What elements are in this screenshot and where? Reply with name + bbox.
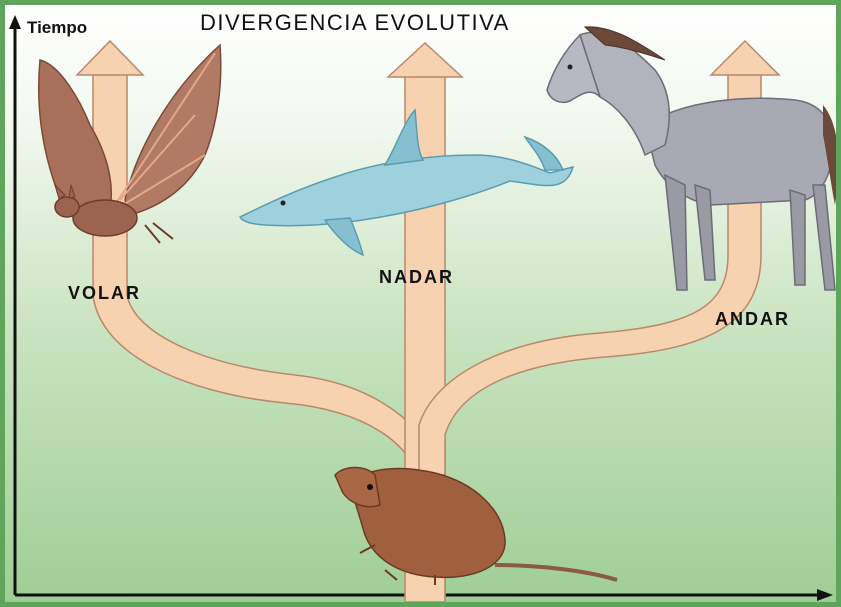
- diagram-title: DIVERGENCIA EVOLUTIVA: [200, 10, 510, 36]
- time-axis-label: Tiempo: [27, 18, 87, 38]
- branch-label-volar: VOLAR: [68, 283, 141, 304]
- arrow-head-volar: [77, 41, 143, 75]
- shrew-illustration: [335, 468, 617, 586]
- horizontal-axis-arrow-icon: [817, 589, 833, 601]
- horse-illustration: [547, 27, 836, 290]
- arrow-head-andar: [711, 41, 779, 75]
- branch-label-nadar: NADAR: [379, 267, 454, 288]
- dolphin-flipper: [325, 218, 363, 255]
- time-axis-arrow-icon: [9, 15, 21, 29]
- shrew-head: [335, 468, 380, 507]
- horse-neck: [580, 32, 669, 155]
- diagram-canvas: DIVERGENCIA EVOLUTIVA Tiempo VOLAR NADAR…: [5, 5, 836, 602]
- branch-label-andar: ANDAR: [715, 309, 790, 330]
- bat-head: [55, 197, 79, 217]
- shrew-tail: [495, 565, 617, 580]
- arrow-head-nadar: [388, 43, 462, 77]
- horse-back-leg: [790, 190, 805, 285]
- horse-front-leg: [665, 175, 687, 290]
- bat-body: [73, 200, 137, 236]
